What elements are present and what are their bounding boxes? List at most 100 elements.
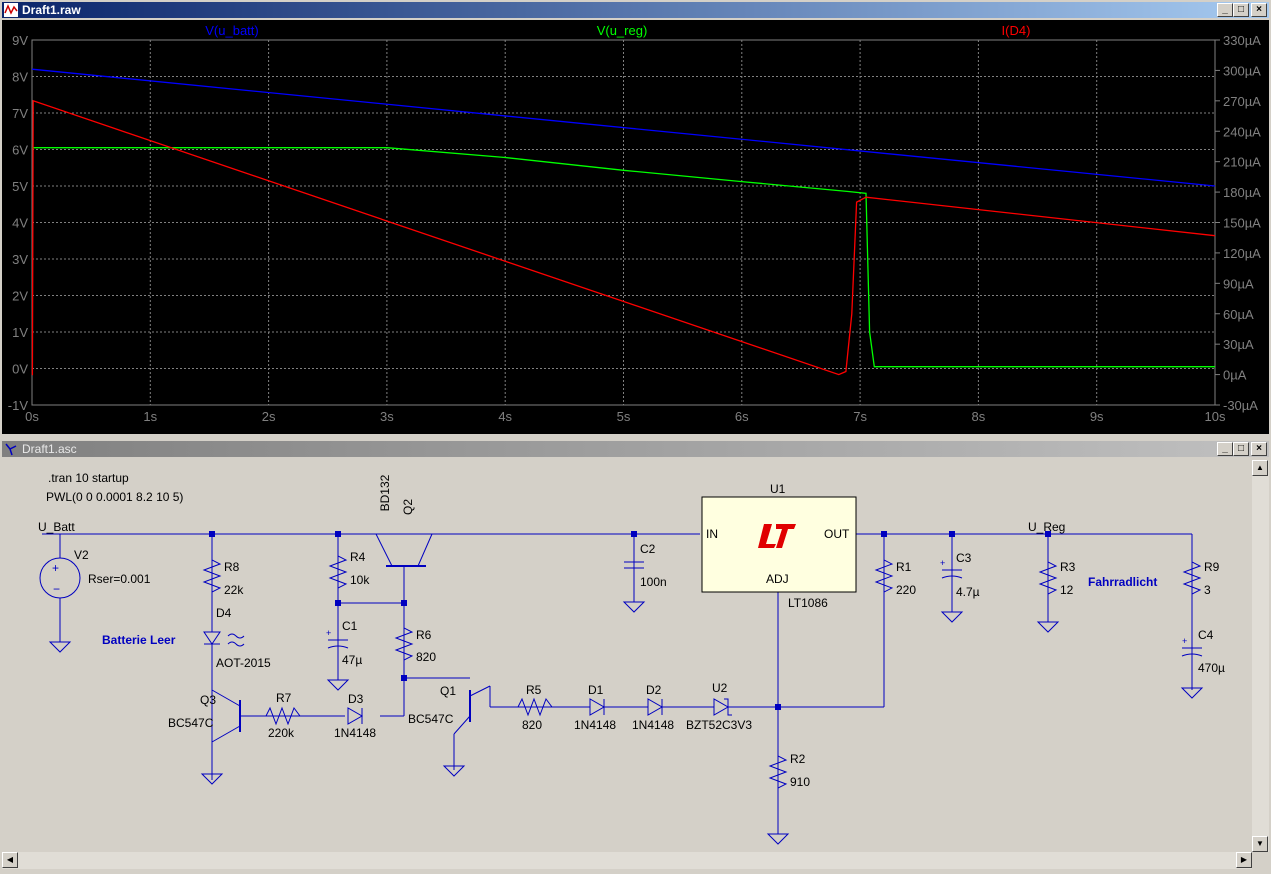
- horizontal-scrollbar[interactable]: ◀ ▶: [2, 852, 1252, 869]
- schematic-window-title: Draft1.asc: [22, 442, 77, 456]
- r9-name: R9: [1204, 560, 1220, 574]
- svg-text:−: −: [53, 582, 60, 596]
- schematic-titlebar[interactable]: Draft1.asc _□×: [2, 441, 1269, 457]
- schematic-canvas[interactable]: + −: [2, 460, 1252, 852]
- c1-value: 47µ: [342, 653, 363, 667]
- net-label-u-reg[interactable]: U_Reg: [1028, 520, 1066, 534]
- y-right-tick-label: 180µA: [1223, 185, 1261, 200]
- plot-window-title: Draft1.raw: [22, 3, 81, 17]
- directive-pwl[interactable]: PWL(0 0 0.0001 8.2 10 5): [46, 490, 184, 504]
- y-right-tick-label: 90µA: [1223, 276, 1254, 291]
- r4-value: 10k: [350, 573, 370, 587]
- scroll-up-button[interactable]: ▲: [1252, 460, 1268, 476]
- vertical-scrollbar[interactable]: ▲ ▼: [1252, 460, 1269, 852]
- d1-value: 1N4148: [574, 718, 617, 732]
- u1-name: U1: [770, 482, 786, 496]
- plot-titlebar[interactable]: Draft1.raw _□×: [2, 2, 1269, 18]
- x-tick-label: 8s: [972, 409, 986, 424]
- y-right-tick-label: 60µA: [1223, 307, 1254, 322]
- y-right-tick-label: 150µA: [1223, 216, 1261, 231]
- y-left-tick-label: 7V: [12, 106, 28, 121]
- r6-name: R6: [416, 628, 432, 642]
- r9-value: 3: [1204, 583, 1211, 597]
- series-line-i-d4-: [31, 99, 1216, 376]
- legend-v-u-batt-: V(u_batt): [205, 23, 258, 38]
- r3-value: 12: [1060, 583, 1074, 597]
- c4-name: C4: [1198, 628, 1214, 642]
- scroll-corner: [1252, 852, 1269, 869]
- r2-name: R2: [790, 752, 806, 766]
- q2-name: Q2: [401, 498, 416, 516]
- net-label-u-batt[interactable]: U_Batt: [38, 520, 75, 534]
- y-left-tick-label: 9V: [12, 33, 28, 48]
- r4-name: R4: [350, 550, 366, 564]
- r5-name: R5: [526, 683, 542, 697]
- scroll-down-button[interactable]: ▼: [1252, 836, 1268, 852]
- x-tick-label: 10s: [1205, 409, 1226, 424]
- u1-value: LT1086: [788, 596, 828, 610]
- c1-name: C1: [342, 619, 358, 633]
- svg-text:+: +: [1182, 636, 1187, 646]
- directive-tran[interactable]: .tran 10 startup: [48, 471, 129, 485]
- schematic-icon: [5, 443, 17, 456]
- y-right-tick-label: 330µA: [1223, 33, 1261, 48]
- waveform-icon: [4, 3, 18, 17]
- legend-v-u-reg-: V(u_reg): [597, 23, 648, 38]
- q3-name: Q3: [200, 693, 217, 707]
- y-left-tick-label: 2V: [12, 289, 28, 304]
- u1-pin-out: OUT: [824, 527, 850, 541]
- close-button[interactable]: ×: [1251, 3, 1267, 17]
- c3-name: C3: [956, 551, 972, 565]
- voltage-source-v2[interactable]: + −: [39, 557, 81, 599]
- v2-name: V2: [74, 548, 89, 562]
- x-tick-label: 2s: [262, 409, 276, 424]
- minimize-button[interactable]: _: [1217, 442, 1233, 456]
- u2-value: BZT52C3V3: [686, 718, 753, 732]
- c2-name: C2: [640, 542, 656, 556]
- x-tick-label: 6s: [735, 409, 749, 424]
- q1-value: BC547C: [408, 712, 454, 726]
- schematic-drawing: + −: [39, 496, 1204, 845]
- d3-value: 1N4148: [334, 726, 377, 740]
- y-right-tick-label: -30µA: [1223, 398, 1258, 413]
- transistor-symbols: [211, 533, 491, 743]
- r3-name: R3: [1060, 560, 1076, 574]
- x-tick-label: 5s: [617, 409, 631, 424]
- comment-batterie-leer[interactable]: Batterie Leer: [102, 633, 176, 647]
- v2-value: Rser=0.001: [88, 572, 151, 586]
- y-left-tick-label: 4V: [12, 216, 28, 231]
- c2-value: 100n: [640, 575, 667, 589]
- c3-value: 4.7µ: [956, 585, 980, 599]
- u1-pin-adj: ADJ: [766, 572, 789, 586]
- x-tick-label: 3s: [380, 409, 394, 424]
- maximize-button[interactable]: □: [1233, 3, 1249, 17]
- r6-value: 820: [416, 650, 437, 664]
- q2-value: BD132: [378, 474, 392, 512]
- c4-value: 470µ: [1198, 661, 1225, 675]
- y-right-tick-label: 210µA: [1223, 155, 1261, 170]
- maximize-button[interactable]: □: [1233, 442, 1249, 456]
- y-right-tick-label: 270µA: [1223, 94, 1261, 109]
- d1-name: D1: [588, 683, 604, 697]
- scroll-right-button[interactable]: ▶: [1236, 852, 1252, 868]
- r1-value: 220: [896, 583, 917, 597]
- comment-fahrradlicht[interactable]: Fahrradlicht: [1088, 575, 1158, 589]
- y-right-tick-label: 120µA: [1223, 246, 1261, 261]
- r7-name: R7: [276, 691, 292, 705]
- u1-pin-in: IN: [706, 527, 718, 541]
- y-right-tick-label: 30µA: [1223, 337, 1254, 352]
- svg-text:+: +: [940, 558, 945, 568]
- y-right-tick-label: 0µA: [1223, 368, 1247, 383]
- close-button[interactable]: ×: [1251, 442, 1267, 456]
- svg-text:+: +: [52, 561, 59, 575]
- minimize-button[interactable]: _: [1217, 3, 1233, 17]
- series-line-v-u-batt-: [31, 68, 1216, 187]
- legend-i-d4-: I(D4): [1002, 23, 1031, 38]
- r8-value: 22k: [224, 583, 244, 597]
- scroll-left-button[interactable]: ◀: [2, 852, 18, 868]
- x-tick-label: 7s: [853, 409, 867, 424]
- y-left-tick-label: 5V: [12, 179, 28, 194]
